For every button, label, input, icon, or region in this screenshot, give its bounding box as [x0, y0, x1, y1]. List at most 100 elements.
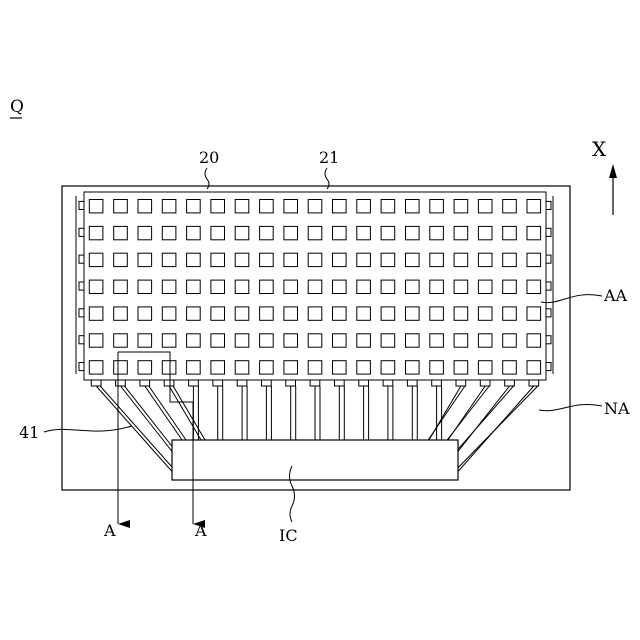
- mesh-cell: [308, 200, 322, 213]
- mesh-notch-right: [546, 336, 551, 344]
- mesh-cell: [333, 280, 347, 293]
- mesh-cell: [211, 280, 225, 293]
- mesh-cell: [187, 200, 201, 213]
- mesh-cell: [357, 334, 371, 347]
- mesh-cell: [162, 334, 176, 347]
- mesh-notch-right: [546, 228, 551, 236]
- mesh-cell: [162, 200, 176, 213]
- mesh-bottom-pad: [432, 380, 442, 386]
- ref-label-41: 41: [19, 423, 39, 442]
- mesh-cell: [527, 307, 541, 320]
- mesh-cell: [406, 334, 420, 347]
- mesh-cell: [187, 361, 201, 374]
- mesh-cell: [454, 226, 468, 239]
- mesh-cell: [357, 307, 371, 320]
- mesh-cell: [430, 307, 444, 320]
- direction-x-arrowhead: [609, 164, 617, 178]
- mesh-bottom-pad: [116, 380, 126, 386]
- mesh-cell: [260, 200, 274, 213]
- mesh-cell: [503, 226, 517, 239]
- mesh-cell: [138, 226, 152, 239]
- mesh-notch-right: [546, 201, 551, 209]
- figure-corner-label: Q: [10, 97, 24, 117]
- ref-label-20: 20: [199, 148, 219, 167]
- mesh-cell: [527, 226, 541, 239]
- mesh-cell: [114, 253, 128, 266]
- mesh-cell: [284, 361, 298, 374]
- mesh-bottom-pad: [262, 380, 272, 386]
- mesh-cell: [235, 280, 249, 293]
- leader-41: [44, 426, 132, 432]
- mesh-cell: [430, 361, 444, 374]
- mesh-cell: [381, 361, 395, 374]
- mesh-cell: [381, 253, 395, 266]
- mesh-cell: [187, 307, 201, 320]
- mesh-bottom-pad: [91, 380, 101, 386]
- mesh-cell: [381, 200, 395, 213]
- mesh-bottom-pad: [456, 380, 466, 386]
- mesh-cell: [527, 280, 541, 293]
- mesh-cell: [89, 334, 103, 347]
- mesh-cell: [138, 280, 152, 293]
- mesh-bottom-pad: [237, 380, 247, 386]
- mesh-cell: [187, 334, 201, 347]
- mesh-cell: [406, 361, 420, 374]
- mesh-cell: [138, 253, 152, 266]
- mesh-cell: [235, 361, 249, 374]
- mesh-cell: [357, 253, 371, 266]
- mesh-cell: [235, 200, 249, 213]
- mesh-cell: [430, 253, 444, 266]
- mesh-bottom-pad: [407, 380, 417, 386]
- mesh-cell: [357, 280, 371, 293]
- mesh-cell: [162, 253, 176, 266]
- mesh-cell: [284, 280, 298, 293]
- mesh-notch-left: [79, 201, 84, 209]
- mesh-cell: [478, 226, 492, 239]
- mesh-cell: [211, 253, 225, 266]
- mesh-cell: [114, 361, 128, 374]
- mesh-cell: [235, 226, 249, 239]
- ic-chip: [172, 440, 458, 480]
- mesh-bottom-pad: [529, 380, 539, 386]
- mesh-cell: [333, 226, 347, 239]
- mesh-cell: [114, 200, 128, 213]
- mesh-cell: [162, 307, 176, 320]
- mesh-cell: [211, 334, 225, 347]
- mesh-cell: [478, 253, 492, 266]
- mesh-cell: [308, 334, 322, 347]
- region-label-na: NA: [604, 399, 630, 418]
- mesh-cell: [308, 280, 322, 293]
- mesh-cell: [478, 361, 492, 374]
- mesh-cell: [260, 361, 274, 374]
- mesh-cell: [89, 361, 103, 374]
- fanout-trace: [450, 386, 538, 476]
- mesh-cell: [187, 226, 201, 239]
- mesh-cell: [138, 307, 152, 320]
- mesh-cell: [406, 280, 420, 293]
- mesh-bottom-pad: [359, 380, 369, 386]
- mesh-cell: [454, 253, 468, 266]
- mesh-cell: [430, 334, 444, 347]
- mesh-cell: [89, 280, 103, 293]
- mesh-cell: [260, 226, 274, 239]
- mesh-cell: [357, 226, 371, 239]
- mesh-cell: [284, 334, 298, 347]
- ic-label: IC: [279, 526, 298, 545]
- mesh-cell: [503, 280, 517, 293]
- mesh-cell: [381, 226, 395, 239]
- mesh-cell: [454, 307, 468, 320]
- section-label-left: A: [103, 521, 116, 540]
- mesh-cell: [478, 334, 492, 347]
- mesh-bottom-pad: [480, 380, 490, 386]
- mesh-cell: [308, 361, 322, 374]
- mesh-bottom-pad: [310, 380, 320, 386]
- mesh-cell: [478, 280, 492, 293]
- mesh-cell: [260, 253, 274, 266]
- mesh-cell: [89, 226, 103, 239]
- mesh-cell: [527, 200, 541, 213]
- mesh-cell: [138, 200, 152, 213]
- mesh-cell: [284, 226, 298, 239]
- mesh-cell: [114, 307, 128, 320]
- mesh-cell: [503, 334, 517, 347]
- mesh-cell: [114, 226, 128, 239]
